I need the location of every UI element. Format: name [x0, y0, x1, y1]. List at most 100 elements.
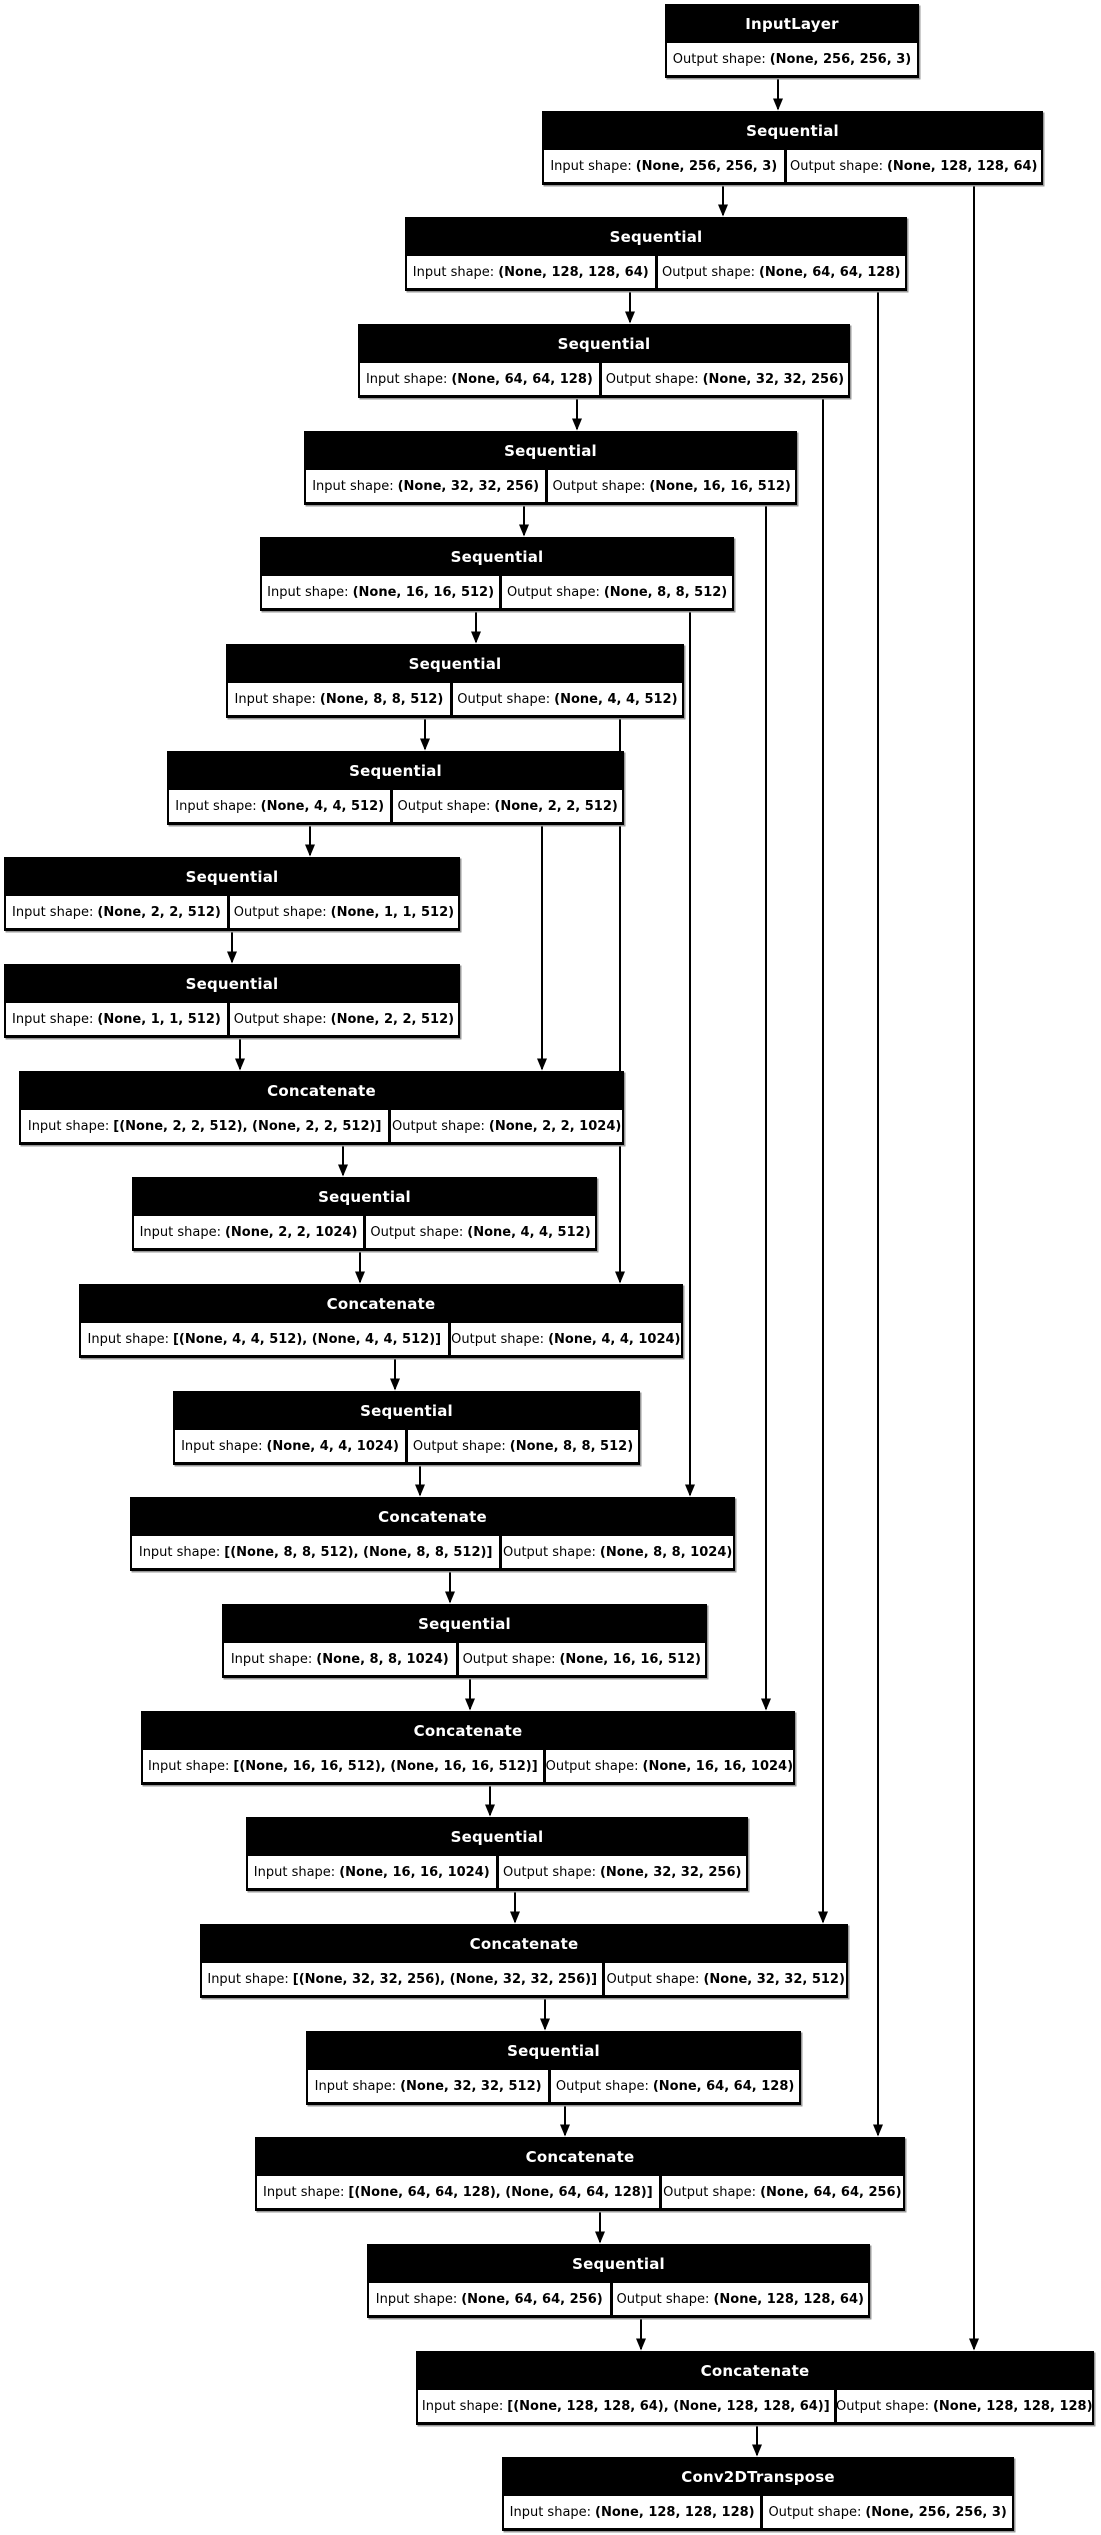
layer-title: Sequential [507, 2042, 600, 2060]
layer-node-sequential-21: Sequential Input shape: (None, 64, 64, 2… [367, 2244, 870, 2318]
layer-title: Sequential [557, 335, 651, 353]
input-shape-value: (None, 128, 128, 64) [498, 264, 649, 280]
input-shape-prefix: Input shape: [147, 1758, 230, 1774]
output-shape-value: (None, 4, 4, 512) [467, 1224, 591, 1240]
input-shape-value: [(None, 16, 16, 512), (None, 16, 16, 512… [233, 1758, 538, 1774]
input-shape-cell: Input shape: (None, 16, 16, 512) [262, 576, 500, 608]
output-shape-prefix: Output shape: [606, 1971, 700, 1987]
output-shape-value: (None, 128, 128, 64) [713, 2291, 864, 2307]
layer-node-concatenate-12: Concatenate Input shape: [(None, 4, 4, 5… [79, 1284, 683, 1358]
output-shape-prefix: Output shape: [790, 158, 883, 174]
input-shape-value: (None, 64, 64, 128) [451, 371, 593, 387]
output-shape-cell: Output shape: (None, 8, 8, 1024) [502, 1536, 733, 1568]
output-shape-cell: Output shape: (None, 2, 2, 1024) [391, 1110, 622, 1142]
input-shape-value: (None, 64, 64, 256) [461, 2291, 603, 2307]
input-shape-prefix: Input shape: [27, 1118, 110, 1134]
input-shape-cell: Input shape: (None, 256, 256, 3) [544, 150, 784, 182]
input-shape-cell: Input shape: (None, 4, 4, 1024) [175, 1430, 405, 1462]
layer-shape-row: Input shape: (None, 1, 1, 512) Output sh… [6, 1002, 458, 1035]
output-shape-cell: Output shape: (None, 1, 1, 512) [229, 896, 458, 928]
input-shape-cell: Input shape: (None, 8, 8, 512) [228, 683, 450, 715]
output-shape-cell: Output shape: (None, 8, 8, 512) [408, 1430, 638, 1462]
output-shape-value: (None, 8, 8, 1024) [599, 1544, 733, 1560]
output-shape-cell: Output shape: (None, 256, 256, 3) [763, 2496, 1012, 2528]
output-shape-value: (None, 2, 2, 512) [330, 1011, 455, 1027]
layer-node-sequential-9: Sequential Input shape: (None, 1, 1, 512… [4, 964, 460, 1038]
output-shape-prefix: Output shape: [457, 691, 551, 707]
layer-shape-row: Input shape: (None, 64, 64, 256) Output … [369, 2282, 868, 2315]
layer-node-sequential-13: Sequential Input shape: (None, 4, 4, 102… [173, 1391, 640, 1465]
output-shape-prefix: Output shape: [836, 2398, 929, 2414]
layer-shape-row: Input shape: [(None, 128, 128, 64), (Non… [418, 2389, 1092, 2422]
input-shape-cell: Input shape: [(None, 128, 128, 64), (Non… [418, 2390, 834, 2422]
output-shape-prefix: Output shape: [506, 584, 600, 600]
layer-node-concatenate-20: Concatenate Input shape: [(None, 64, 64,… [255, 2137, 905, 2211]
output-shape-cell: Output shape: (None, 16, 16, 1024) [545, 1750, 793, 1782]
input-shape-value: (None, 4, 4, 1024) [266, 1438, 399, 1454]
input-shape-value: (None, 8, 8, 1024) [316, 1651, 449, 1667]
output-shape-cell: Output shape: (None, 8, 8, 512) [502, 576, 732, 608]
layer-title: Sequential [349, 762, 442, 780]
input-shape-cell: Input shape: (None, 2, 2, 512) [6, 896, 227, 928]
layer-shape-row: Input shape: (None, 2, 2, 1024) Output s… [134, 1215, 595, 1248]
input-shape-cell: Input shape: (None, 32, 32, 512) [308, 2070, 549, 2102]
layer-node-sequential-19: Sequential Input shape: (None, 32, 32, 5… [306, 2031, 801, 2105]
layer-title: Sequential [450, 1828, 544, 1846]
layer-shape-row: Input shape: [(None, 16, 16, 512), (None… [143, 1749, 793, 1782]
layer-node-sequential-15: Sequential Input shape: (None, 8, 8, 102… [222, 1604, 707, 1678]
input-shape-prefix: Input shape: [312, 478, 394, 494]
input-shape-cell: Input shape: (None, 128, 128, 64) [407, 256, 655, 288]
input-shape-cell: Input shape: [(None, 4, 4, 512), (None, … [81, 1323, 448, 1355]
input-shape-prefix: Input shape: [550, 158, 632, 174]
output-shape-prefix: Output shape: [605, 371, 699, 387]
layer-node-inputlayer-0: InputLayer Output shape: (None, 256, 256… [665, 4, 919, 78]
layer-shape-row: Input shape: (None, 4, 4, 1024) Output s… [175, 1429, 638, 1462]
output-shape-value: (None, 32, 32, 256) [599, 1864, 742, 1880]
output-shape-prefix: Output shape: [552, 478, 646, 494]
input-shape-prefix: Input shape: [87, 1331, 169, 1347]
input-shape-value: [(None, 64, 64, 128), (None, 64, 64, 128… [348, 2184, 653, 2200]
input-shape-prefix: Input shape: [175, 798, 257, 814]
layer-node-sequential-5: Sequential Input shape: (None, 16, 16, 5… [260, 537, 734, 611]
input-shape-cell: Input shape: [(None, 64, 64, 128), (None… [257, 2176, 659, 2208]
output-shape-cell: Output shape: (None, 32, 32, 256) [498, 1856, 746, 1888]
layer-node-conv2dtranspose-23: Conv2DTranspose Input shape: (None, 128,… [502, 2457, 1014, 2531]
input-shape-cell: Input shape: (None, 64, 64, 256) [369, 2283, 610, 2315]
layer-node-sequential-7: Sequential Input shape: (None, 4, 4, 512… [167, 751, 624, 825]
layer-shape-row: Input shape: (None, 8, 8, 512) Output sh… [228, 682, 682, 715]
input-shape-value: (None, 2, 2, 1024) [224, 1224, 358, 1240]
input-shape-value: (None, 4, 4, 512) [260, 798, 385, 814]
layer-node-sequential-3: Sequential Input shape: (None, 64, 64, 1… [358, 324, 850, 398]
output-shape-prefix: Output shape: [672, 51, 766, 67]
layer-node-concatenate-22: Concatenate Input shape: [(None, 128, 12… [416, 2351, 1094, 2425]
output-shape-value: (None, 16, 16, 512) [559, 1651, 701, 1667]
input-shape-value: (None, 256, 256, 3) [635, 158, 778, 174]
output-shape-value: (None, 4, 4, 512) [554, 691, 678, 707]
input-shape-value: (None, 8, 8, 512) [319, 691, 444, 707]
input-shape-cell: Input shape: [(None, 2, 2, 512), (None, … [21, 1110, 389, 1142]
layer-title: Sequential [572, 2255, 665, 2273]
input-shape-prefix: Input shape: [421, 2398, 504, 2414]
input-shape-value: (None, 16, 16, 512) [352, 584, 495, 600]
input-shape-cell: Input shape: (None, 32, 32, 256) [306, 470, 546, 502]
output-shape-value: (None, 128, 128, 128) [932, 2398, 1092, 2414]
output-shape-prefix: Output shape: [616, 2291, 710, 2307]
input-shape-prefix: Input shape: [509, 2504, 592, 2520]
output-shape-cell: Output shape: (None, 2, 2, 512) [393, 790, 622, 822]
output-shape-value: (None, 2, 2, 1024) [488, 1118, 622, 1134]
output-shape-value: (None, 2, 2, 512) [494, 798, 618, 814]
layer-title: Sequential [185, 868, 279, 886]
input-shape-prefix: Input shape: [314, 2078, 397, 2094]
layer-title: Concatenate [525, 2148, 635, 2166]
layer-shape-row: Input shape: (None, 128, 128, 128) Outpu… [504, 2495, 1012, 2528]
input-shape-value: [(None, 32, 32, 256), (None, 32, 32, 256… [292, 1971, 598, 1987]
output-shape-cell: Output shape: (None, 16, 16, 512) [458, 1643, 705, 1675]
layer-shape-row: Input shape: (None, 32, 32, 512) Output … [308, 2069, 799, 2102]
output-shape-prefix: Output shape: [662, 264, 755, 280]
layer-title: Concatenate [413, 1722, 523, 1740]
output-shape-prefix: Output shape: [412, 1438, 506, 1454]
layer-shape-row: Output shape: (None, 256, 256, 3) [667, 42, 917, 75]
layer-shape-row: Input shape: (None, 64, 64, 128) Output … [360, 362, 848, 395]
output-shape-value: (None, 8, 8, 512) [509, 1438, 634, 1454]
input-shape-cell: Input shape: [(None, 32, 32, 256), (None… [202, 1963, 603, 1995]
